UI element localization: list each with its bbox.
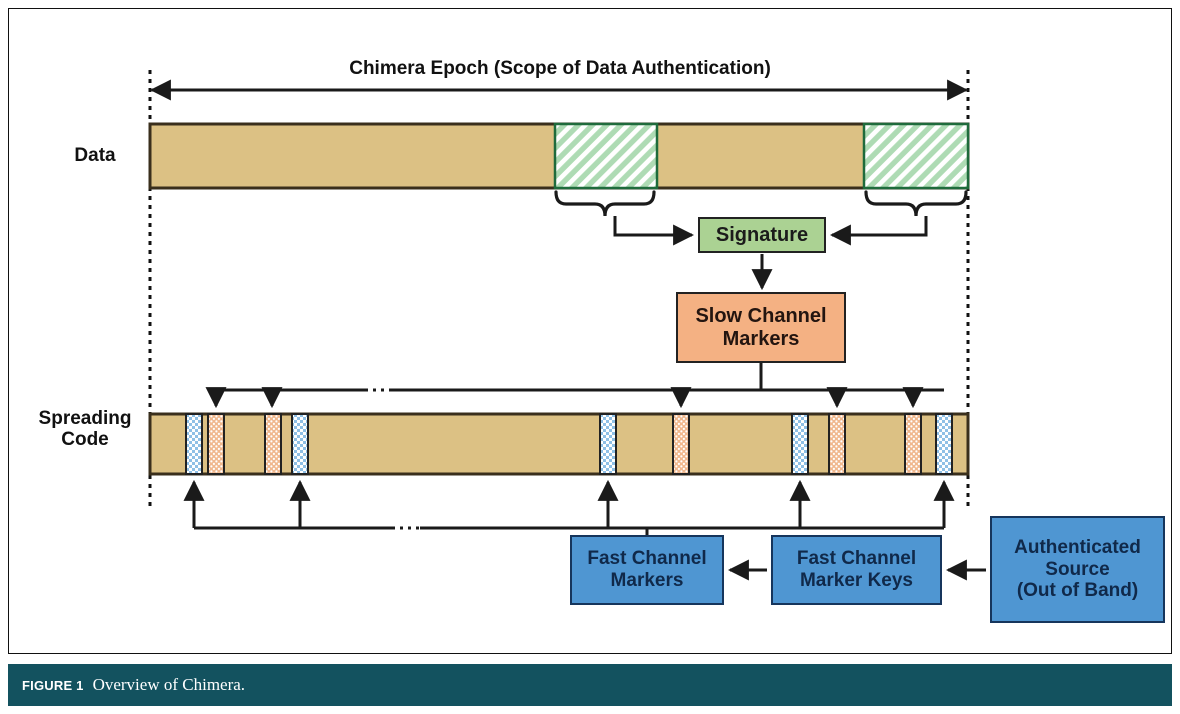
fast-channel-markers-box[interactable]: Fast Channel Markers [570, 535, 724, 605]
spreading-code-label-line1: Spreading [38, 408, 132, 429]
fast-channel-marker-keys-box[interactable]: Fast Channel Marker Keys [771, 535, 942, 605]
epoch-title: Chimera Epoch (Scope of Data Authenticat… [349, 58, 771, 79]
data-row-label: Data [74, 145, 116, 166]
spreading-code-label-line2: Code [61, 429, 109, 451]
slow-channel-markers-label: Slow Channel Markers [695, 304, 827, 350]
authenticated-source-box[interactable]: Authenticated Source (Out of Band) [990, 516, 1165, 623]
figure-caption-lead: FIGURE 1 [22, 677, 84, 693]
authenticated-source-label: Authenticated Source (Out of Band) [1014, 537, 1141, 602]
figure-caption-bar: FIGURE 1 Overview of Chimera. [8, 664, 1172, 706]
signature-box-label: Signature [715, 223, 809, 246]
fast-channel-markers-label: Fast Channel Markers [587, 548, 707, 591]
fast-channel-marker-keys-label: Fast Channel Marker Keys [796, 548, 917, 591]
figure-caption-text: Overview of Chimera. [92, 675, 246, 694]
spreading-code-row-label: Spreading Code [20, 408, 150, 451]
signature-box[interactable]: Signature [698, 217, 826, 253]
slow-channel-markers-box[interactable]: Slow Channel Markers [676, 292, 846, 363]
